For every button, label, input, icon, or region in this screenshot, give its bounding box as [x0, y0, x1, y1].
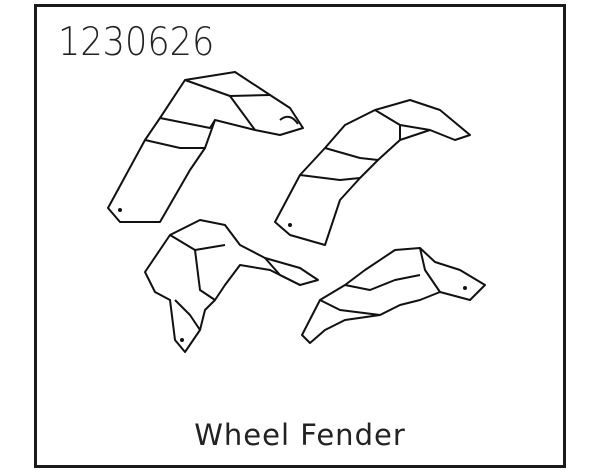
- fender-rear-right: [301, 247, 486, 344]
- image-border: [34, 4, 566, 468]
- fender-rear-left: [144, 219, 319, 353]
- part-number: 1230626: [58, 20, 215, 65]
- product-title: Wheel Fender: [194, 418, 406, 452]
- fender-front-right: [274, 99, 471, 246]
- fender-front-left: [107, 71, 304, 223]
